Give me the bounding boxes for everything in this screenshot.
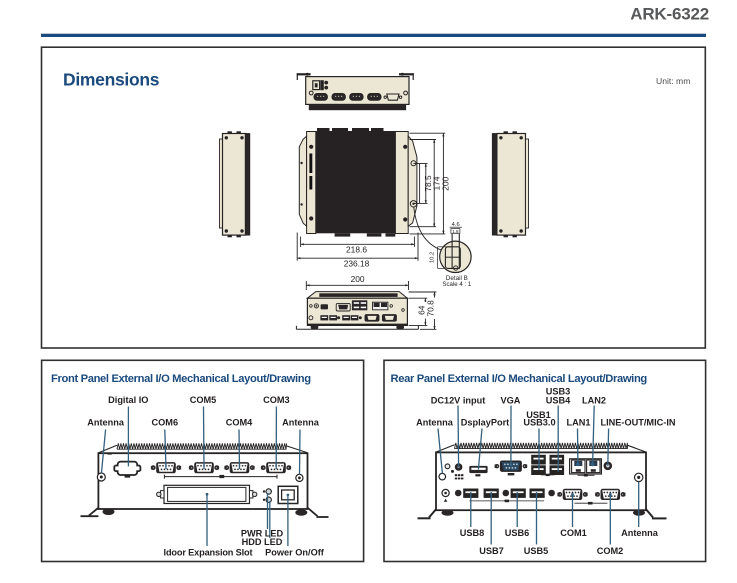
svg-text:Dimensions: Dimensions [63, 70, 160, 90]
svg-text:DsplayPort: DsplayPort [461, 418, 510, 428]
svg-text:USB3.0: USB3.0 [523, 418, 555, 428]
svg-text:Digital IO: Digital IO [108, 395, 148, 405]
svg-text:LAN1: LAN1 [567, 418, 591, 428]
svg-text:COM6: COM6 [152, 418, 179, 428]
svg-text:Antenna: Antenna [416, 418, 454, 428]
svg-text:COM4: COM4 [226, 418, 253, 428]
svg-text:1.8: 1.8 [452, 229, 459, 234]
svg-text:USB5: USB5 [524, 546, 549, 556]
svg-text:COM1: COM1 [560, 528, 587, 538]
svg-text:218.6: 218.6 [346, 244, 367, 254]
svg-text:Scale 4 : 1: Scale 4 : 1 [442, 281, 471, 288]
svg-text:VGA: VGA [501, 395, 521, 405]
svg-text:Idoor Expansion Slot: Idoor Expansion Slot [164, 547, 253, 557]
svg-text:200: 200 [441, 176, 451, 190]
svg-text:Antenna: Antenna [621, 528, 659, 538]
svg-text:USB4: USB4 [546, 395, 571, 405]
svg-text:USB7: USB7 [479, 546, 504, 556]
svg-text:Rear Panel External I/O Mechan: Rear Panel External I/O Mechanical Layou… [391, 373, 648, 385]
svg-text:200: 200 [351, 274, 365, 284]
svg-text:Power On/Off: Power On/Off [265, 547, 325, 557]
svg-text:COM5: COM5 [190, 395, 217, 405]
svg-text:70.8: 70.8 [426, 300, 436, 317]
svg-text:236.18: 236.18 [344, 258, 370, 268]
svg-text:Unit: mm: Unit: mm [656, 76, 690, 86]
svg-text:HDD LED: HDD LED [242, 537, 283, 547]
svg-text:LAN2: LAN2 [582, 395, 606, 405]
svg-text:Antenna: Antenna [282, 418, 320, 428]
svg-text:Front Panel External I/O Mecha: Front Panel External I/O Mechanical Layo… [51, 373, 311, 385]
svg-text:COM3: COM3 [263, 395, 290, 405]
svg-text:Antenna: Antenna [87, 418, 125, 428]
svg-text:USB8: USB8 [460, 528, 485, 538]
svg-text:LINE-OUT/MIC-IN: LINE-OUT/MIC-IN [600, 418, 675, 428]
svg-text:10.2: 10.2 [430, 252, 436, 263]
svg-text:ARK-6322: ARK-6322 [630, 5, 709, 24]
svg-text:COM2: COM2 [597, 546, 624, 556]
svg-text:DC12V input: DC12V input [431, 395, 486, 405]
svg-text:USB6: USB6 [505, 528, 530, 538]
